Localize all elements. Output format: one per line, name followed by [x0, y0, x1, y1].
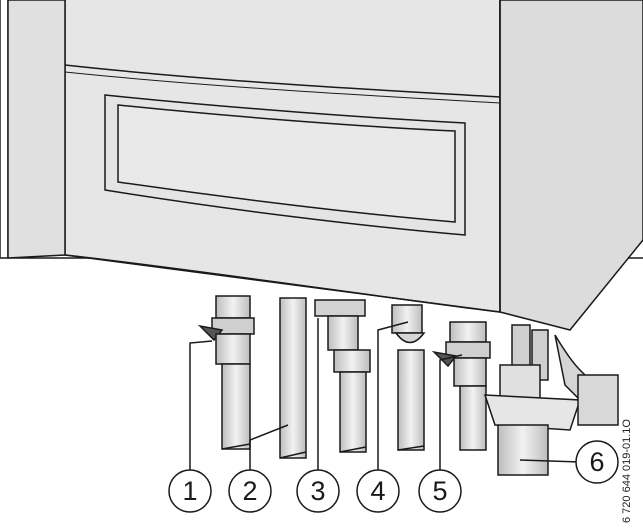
callout-5: 5	[418, 469, 462, 513]
siphon-assembly-6	[483, 324, 619, 476]
pipe-4-with-knob	[391, 304, 426, 451]
leader-lines	[189, 318, 581, 470]
figure-code: 6 720 644 019-01.1O	[621, 419, 633, 523]
casing-panel-edge	[64, 64, 501, 98]
pipe-5-with-valve	[431, 321, 491, 451]
svg-text:6: 6	[589, 447, 604, 477]
svg-text:5: 5	[432, 476, 447, 506]
svg-text:2: 2	[242, 476, 257, 506]
control-panel-cover	[104, 94, 466, 236]
callout-markers: 1 2 3 4 5 6	[168, 440, 619, 513]
pipe-2	[279, 297, 307, 459]
svg-text:3: 3	[310, 476, 325, 506]
callout-4: 4	[356, 469, 400, 513]
svg-text:4: 4	[370, 476, 385, 506]
callout-3: 3	[296, 469, 340, 513]
callout-2: 2	[228, 469, 272, 513]
pipe-3-fitting	[314, 299, 371, 453]
callout-1: 1	[168, 469, 212, 513]
callout-6: 6	[575, 440, 619, 484]
svg-text:1: 1	[182, 476, 197, 506]
pipe-1-with-valve	[197, 295, 255, 450]
